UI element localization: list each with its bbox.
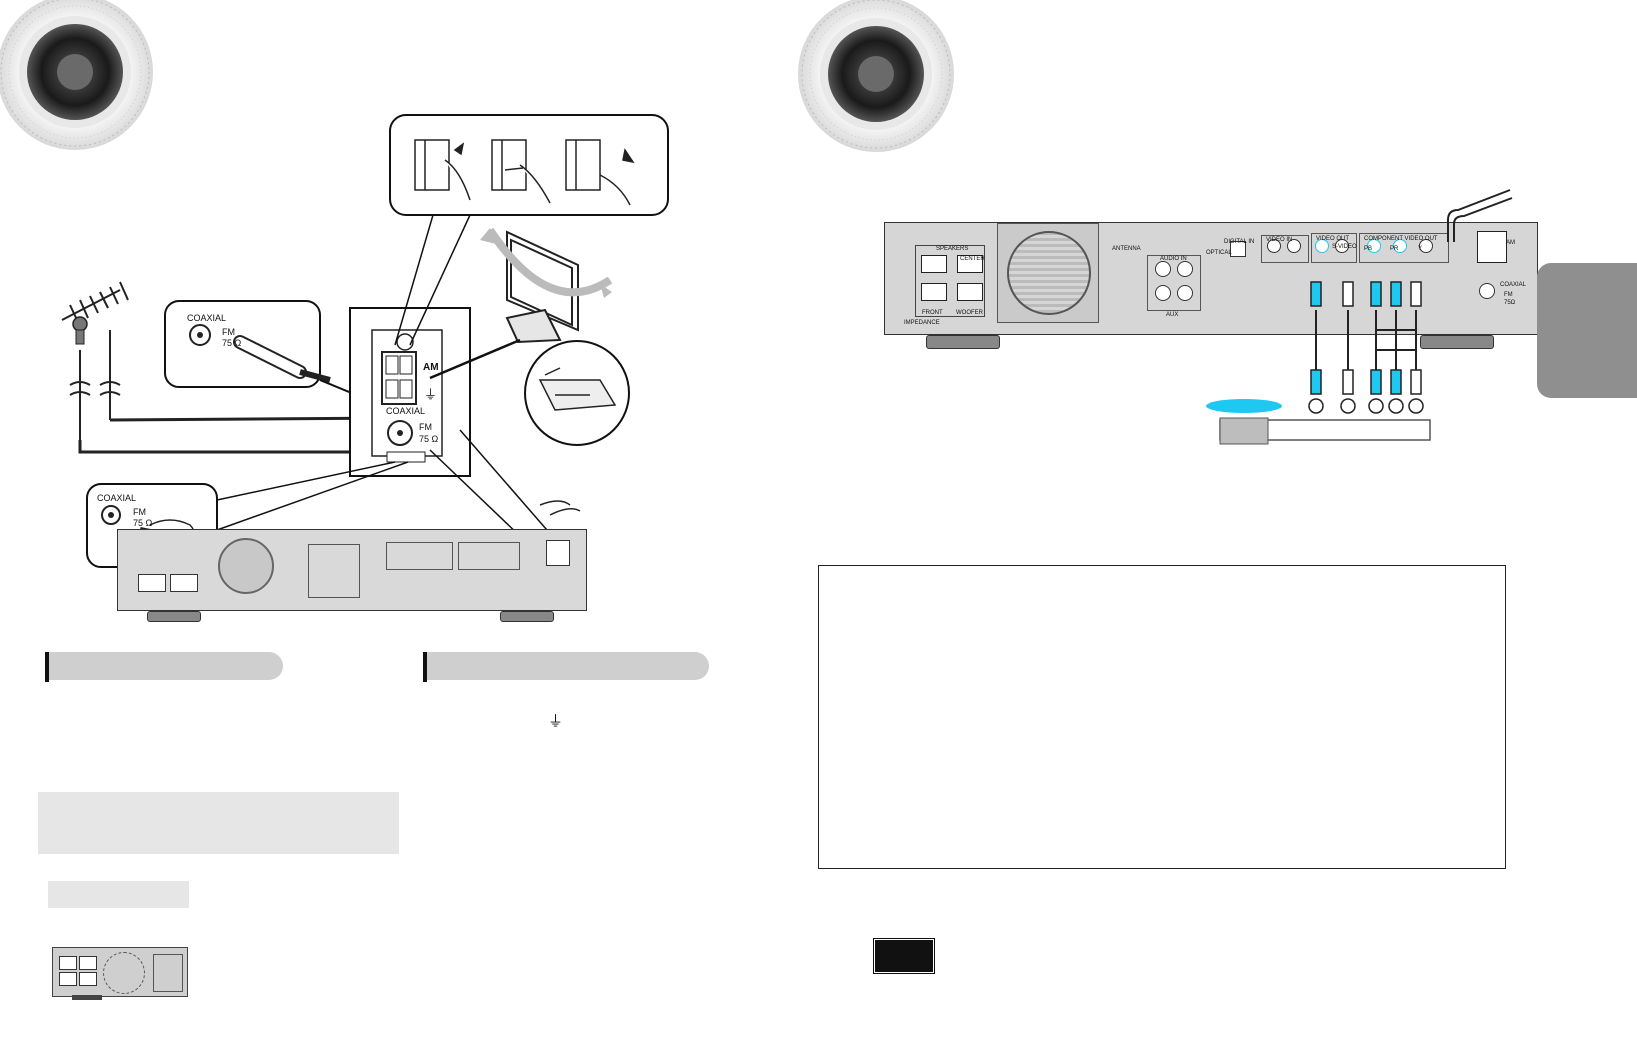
coaxial-label-hand: COAXIAL [97,493,137,503]
device-foot-left-2 [500,611,554,622]
rp-video-out: VIDEO OUT [1316,236,1350,242]
ground-symbol-text: ⏚ [548,713,564,730]
rp-am: AM [1506,240,1515,246]
rp-pr: PR [1390,246,1399,252]
rp-coaxial: COAXIAL [1500,282,1527,288]
device-foot-left-1 [147,611,201,622]
rp-pb: PB [1364,246,1373,252]
am-label-panel: AM [423,362,439,373]
section-header-left [45,652,283,682]
speaker-graphic-left [0,0,153,150]
device-foot-right-1 [926,335,1000,349]
rp-speakers: SPEAKERS [936,246,969,252]
rp-center: CENTER [960,256,985,262]
rp-digital-in: DIGITAL IN [1224,239,1255,245]
rp-antenna: ANTENNA [1112,246,1141,252]
side-tab [1537,263,1637,398]
rp-woofer: WOOFER [956,310,983,316]
ohm-label-inset: 75 Ω [222,338,242,348]
speaker-graphic-right [798,0,954,152]
rear-panel-device-right [884,222,1538,335]
coaxial-label-inset: COAXIAL [187,313,227,323]
rear-panel-device-left [117,529,587,611]
ohm-label-hand: 75 Ω [133,518,153,528]
video-cable-diagram [1206,189,1513,445]
sub-heading-bar [48,881,189,908]
coaxial-label-panel: COAXIAL [386,406,426,416]
rp-component: COMPONENT VIDEO OUT [1364,236,1438,242]
info-box [818,565,1506,869]
fm-label-inset: FM [222,327,235,337]
device-thumbnail-foot [72,995,102,1000]
ground-symbol-panel: ⏚ [424,387,438,402]
device-foot-right-2 [1420,335,1494,349]
rp-aux: AUX [1166,312,1179,318]
fm-label-panel: FM [419,422,432,432]
rp-ohm: 75Ω [1504,300,1516,306]
rp-s-video: S-VIDEO [1332,244,1357,250]
device-thumbnail [52,947,188,997]
rp-audio-in: AUDIO IN [1160,256,1187,262]
ohm-label-panel: 75 Ω [419,434,439,444]
rp-video-in: VIDEO IN [1266,237,1293,243]
section-header-right [423,652,709,682]
note-tag [873,938,935,974]
rp-front: FRONT [922,310,943,316]
fm-label-hand: FM [133,507,146,517]
rp-optical: OPTICAL [1206,250,1232,256]
rp-y: Y [1418,246,1423,252]
rp-fm: FM [1504,292,1513,298]
note-box [38,792,399,854]
rp-impedance: IMPEDANCE [904,320,940,326]
